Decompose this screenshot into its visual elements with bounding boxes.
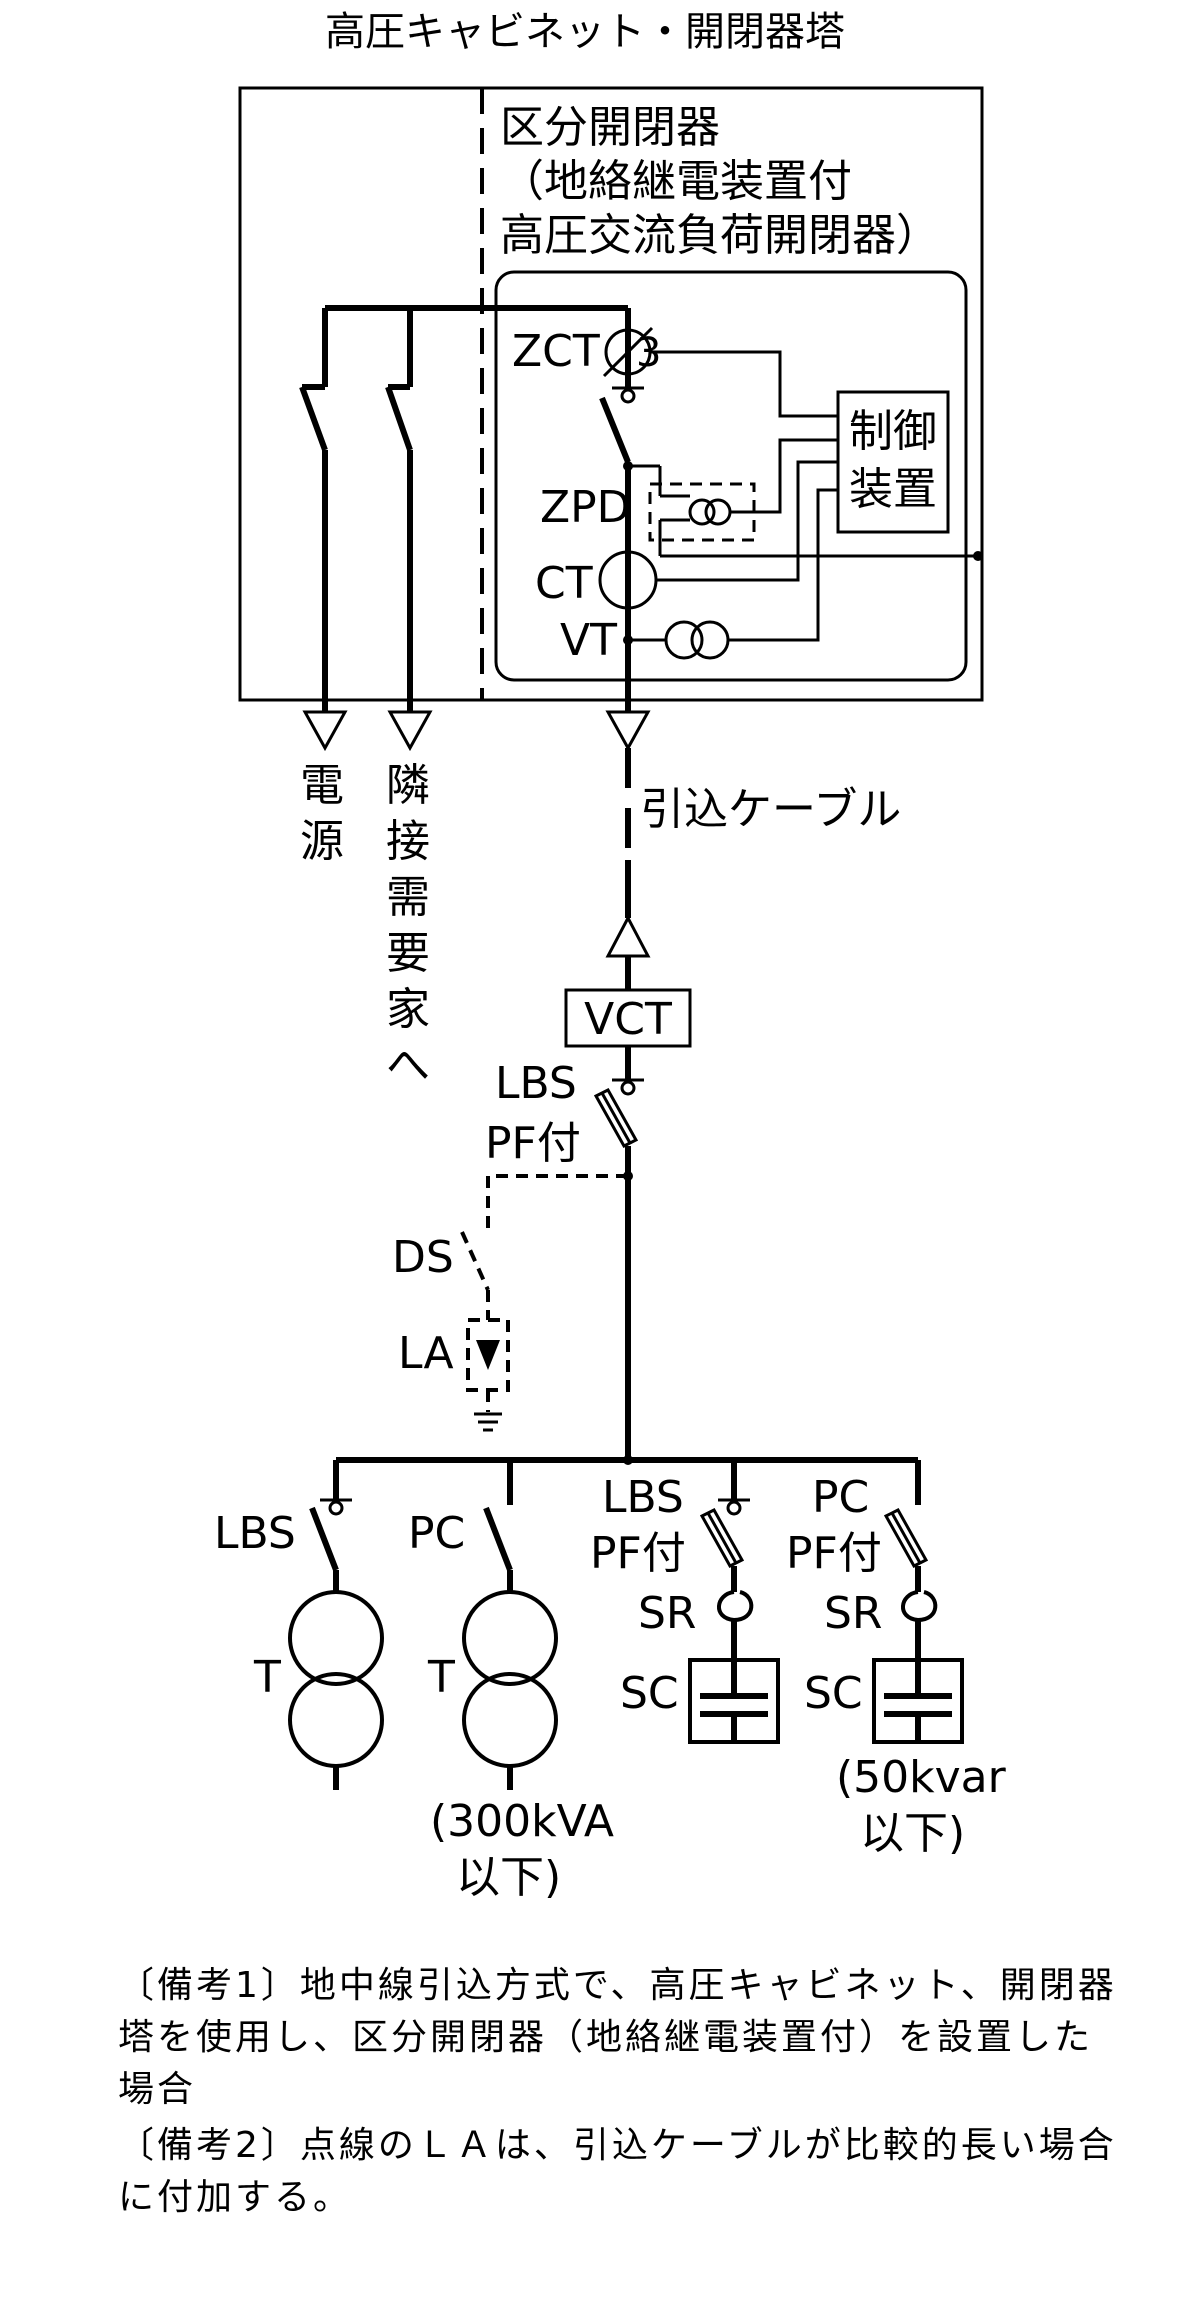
main-lbs-pf-label: PF付: [485, 1118, 581, 1169]
neighbor-label: 隣 接 需 要 家 へ: [386, 760, 430, 1091]
svg-text:需: 需: [386, 872, 430, 923]
earth-mark-zct: [612, 386, 644, 404]
capacitor-capacity-1: (50kvar: [836, 1752, 1007, 1803]
sr2-label: SR: [824, 1588, 883, 1639]
branch-lbs-earth: [320, 1498, 352, 1516]
cable-label: 引込ケーブル: [640, 784, 901, 835]
svg-text:家: 家: [386, 984, 430, 1035]
svg-text:隣: 隣: [386, 760, 430, 811]
branch4-fuse: [883, 1508, 929, 1568]
branch3-pf-label: PF付: [590, 1528, 686, 1579]
branch-lbs-label: LBS: [214, 1508, 296, 1559]
sr1-label: SR: [638, 1588, 697, 1639]
zpd-transformer: [688, 498, 716, 526]
sc2-label: SC: [804, 1668, 863, 1719]
ds-la-branch: [460, 1174, 628, 1432]
branch-lbs-blade: [309, 1506, 339, 1572]
branch4-pc-label: PC: [812, 1472, 869, 1523]
note-1: 〔備考1〕地中線引込方式で、高圧キャビネット、開閉器塔を使用し、区分開閉器（地絡…: [118, 1965, 1117, 2110]
branch3-earth: [718, 1498, 750, 1516]
branch3-fuse: [699, 1508, 745, 1568]
cable-terminal-top: [605, 710, 651, 752]
cabinet-box: [238, 86, 984, 702]
section-switch-blade: [599, 396, 631, 464]
svg-text:接: 接: [386, 816, 430, 867]
control-wiring: [650, 350, 983, 642]
section-switch-sublabel-1: （地絡継電装置付: [500, 156, 852, 207]
zpd-label: ZPD: [540, 482, 631, 533]
sc1-label: SC: [620, 1668, 679, 1719]
neighbor-switch: [385, 308, 433, 752]
switch-unit-box: [494, 270, 968, 682]
transformer-capacity-1: (300kVA: [430, 1796, 614, 1847]
transformer-1: [288, 1590, 384, 1686]
main-lbs-earth: [612, 1078, 644, 1096]
main-lbs-fuse: [593, 1088, 639, 1148]
section-switch-label: 区分開閉器: [500, 102, 720, 153]
transformer-capacity-2: 以下): [456, 1852, 561, 1903]
vt-label: VT: [560, 615, 617, 666]
svg-text:電: 電: [300, 760, 344, 811]
svg-text:源: 源: [300, 816, 344, 867]
vct-label: VCT: [584, 994, 672, 1045]
section-switch-sublabel-2: 高圧交流負荷開閉器）: [500, 210, 940, 261]
branch-pc-blade: [483, 1506, 513, 1572]
main-lbs-label: LBS: [495, 1058, 577, 1109]
series-reactor-1: [717, 1590, 754, 1623]
diagram-title: 高圧キャビネット・開閉器塔: [325, 9, 845, 55]
power-source-label: 電 源: [300, 760, 344, 867]
vt-symbol: [664, 620, 704, 660]
ct-label: CT: [535, 558, 593, 609]
la-label: LA: [398, 1328, 454, 1379]
control-device-label-2: 装置: [849, 464, 937, 515]
svg-text:要: 要: [386, 928, 430, 979]
cable-terminal-bottom: [605, 914, 651, 958]
branch3-lbs-label: LBS: [602, 1472, 684, 1523]
capacitor-capacity-2: 以下): [860, 1808, 965, 1859]
branch4-pf-label: PF付: [786, 1528, 882, 1579]
note-2: 〔備考2〕点線のＬＡは、引込ケーブルが比較的長い場合に付加する。: [118, 2125, 1117, 2218]
zct-label: ZCT: [512, 326, 600, 377]
power-source-switch: [299, 308, 348, 752]
ds-label: DS: [392, 1232, 454, 1283]
transformer-2-label: T: [427, 1652, 455, 1703]
transformer-2: [462, 1590, 558, 1686]
transformer-1-label: T: [253, 1652, 281, 1703]
svg-text:へ: へ: [386, 1040, 430, 1091]
control-device-label-1: 制御: [849, 406, 937, 457]
branch-pc-label: PC: [408, 1508, 465, 1559]
series-reactor-2: [901, 1590, 938, 1623]
